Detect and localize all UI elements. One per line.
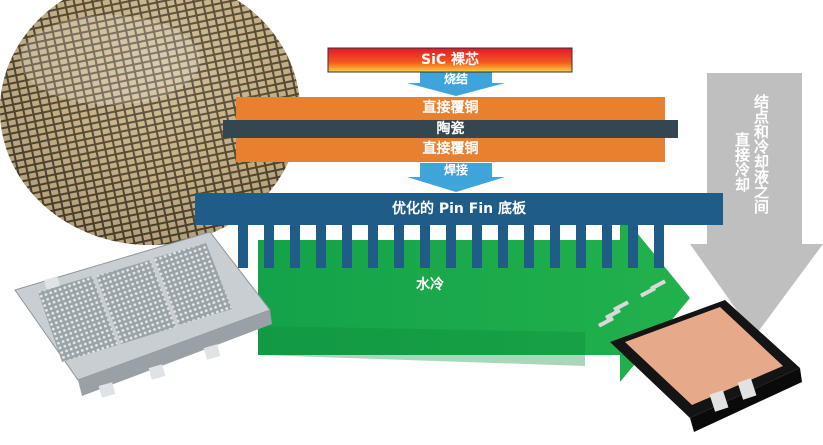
dbc-bottom-label: 直接覆铜 xyxy=(422,141,479,157)
gray-down-arrow xyxy=(690,73,823,336)
baseplate-label: 优化的 Pin Fin 底板 xyxy=(392,201,526,217)
pin-fins xyxy=(238,223,664,268)
baseplate-bar xyxy=(195,193,723,225)
sinter-label: 烧结 xyxy=(443,72,468,86)
side-arrow-label-line1: 结点和冷却液之间 xyxy=(752,94,770,214)
ceramic-bar xyxy=(223,120,678,138)
dbc-top-bar xyxy=(236,97,665,120)
sinter-arrow xyxy=(407,72,505,96)
sic-die-bar xyxy=(327,47,573,73)
sic-die-label: SiC 裸芯 xyxy=(420,52,480,68)
wafer-photo xyxy=(0,0,300,245)
pinfin-module-photo xyxy=(14,231,272,398)
ceramic-label: 陶瓷 xyxy=(436,121,465,137)
water-label: 水冷 xyxy=(416,277,444,293)
dbc-top-label: 直接覆铜 xyxy=(422,100,479,116)
solder-arrow xyxy=(407,163,505,192)
power-module-photo xyxy=(597,279,802,432)
solder-label: 焊接 xyxy=(443,163,468,177)
dbc-bottom-bar xyxy=(236,138,665,162)
side-arrow-label-line2: 直接冷却 xyxy=(733,132,751,192)
